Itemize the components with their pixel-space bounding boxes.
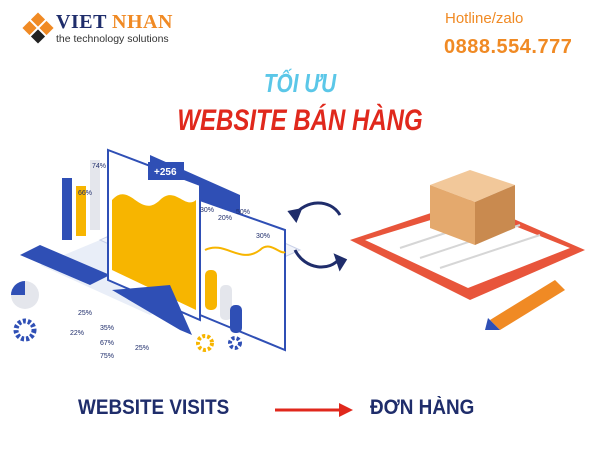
- box-icon: [430, 170, 515, 202]
- gear-icon: [13, 318, 37, 342]
- hotline-label: Hotline/zalo: [445, 10, 524, 27]
- chart-label: 30%: [200, 207, 214, 214]
- arrow-right-icon: [275, 403, 353, 417]
- bar-label: 66%: [78, 190, 92, 197]
- flow-to-label: ĐƠN HÀNG: [370, 396, 475, 419]
- chart-label: 50%: [236, 209, 250, 216]
- brand-tagline: the technology solutions: [56, 33, 169, 45]
- cylinder: [205, 270, 217, 310]
- gear-icon: [228, 336, 242, 350]
- laptop-analytics-illustration: +256 30% 20% 50% 30% 74% 66% 25% 35% 22%…: [11, 148, 302, 360]
- chart-label: 67%: [100, 340, 114, 347]
- brand-name: VIET NHAN: [56, 11, 173, 33]
- bar: [90, 160, 100, 230]
- phone-icon: [20, 245, 110, 285]
- chart-label: 20%: [218, 215, 232, 222]
- headline-line1: TỐI ƯU: [263, 68, 337, 98]
- headline-line2: WEBSITE BÁN HÀNG: [177, 104, 423, 137]
- bar-label: 74%: [92, 163, 106, 170]
- chart-label: 25%: [135, 345, 149, 352]
- chart-label: 35%: [100, 325, 114, 332]
- pen-icon: [490, 280, 565, 330]
- flow-from-label: WEBSITE VISITS: [78, 396, 230, 419]
- badge: [148, 162, 184, 180]
- gear-icon: [196, 334, 214, 352]
- phone-number: 0888.554.777: [444, 36, 573, 58]
- cylinder: [220, 285, 232, 320]
- cylinder: [230, 305, 242, 333]
- chart-label: 22%: [70, 330, 84, 337]
- chart-label: 25%: [78, 310, 92, 317]
- bar: [76, 186, 86, 236]
- illustration: +256 30% 20% 50% 30% 74% 66% 25% 35% 22%…: [11, 148, 585, 360]
- chart-label: 30%: [256, 233, 270, 240]
- chart-label: 75%: [100, 353, 114, 360]
- order-clipboard-box-illustration: [350, 170, 585, 330]
- badge-label: +256: [154, 167, 177, 178]
- logo-diamond-icon: [22, 12, 54, 44]
- refresh-cycle-icon: [287, 201, 348, 272]
- bar: [62, 178, 72, 240]
